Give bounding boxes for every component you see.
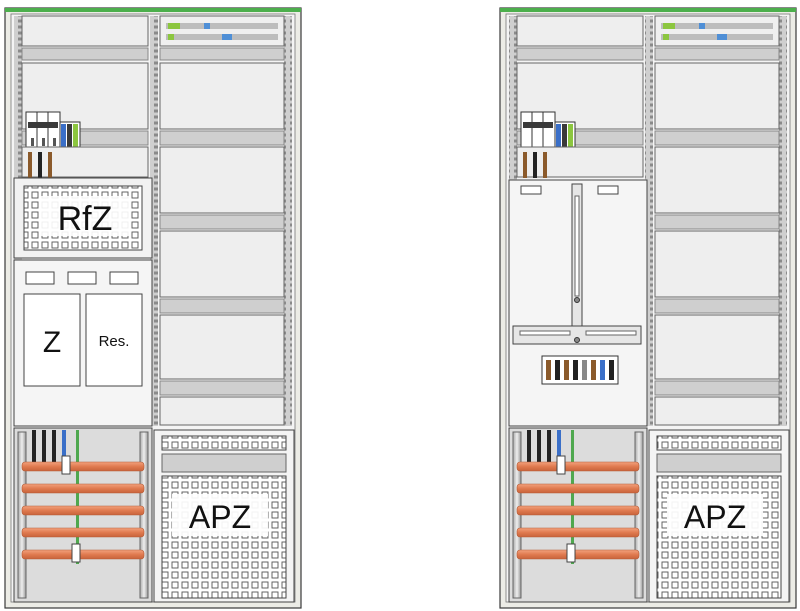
blank-panel — [159, 396, 285, 426]
bus-clamp — [566, 543, 576, 563]
meter-slot — [109, 271, 139, 285]
crossbar-slot — [519, 330, 571, 336]
mount-bar-slot — [574, 195, 580, 297]
rail — [654, 130, 780, 146]
rail — [21, 47, 149, 61]
hole-strip — [779, 16, 787, 426]
apz-label-box — [667, 494, 763, 536]
apz-rail — [161, 453, 287, 473]
rail — [654, 214, 780, 230]
blank-panel — [516, 15, 644, 47]
rail — [159, 130, 285, 146]
hole-strip — [284, 16, 292, 426]
apz-rail — [656, 453, 782, 473]
meter-res-box — [85, 293, 143, 387]
meter-z-box — [23, 293, 81, 387]
copper-busbars — [21, 461, 145, 560]
rail — [159, 380, 285, 396]
apz-label: APZ — [189, 499, 251, 535]
blank-panel — [654, 396, 780, 426]
rail — [654, 47, 780, 61]
mount-slot — [597, 185, 619, 195]
apz-label: APZ — [684, 499, 746, 535]
rail — [516, 47, 644, 61]
meter-z-label: Z — [43, 326, 61, 359]
blank-panel — [654, 314, 780, 380]
incoming-wires — [32, 430, 79, 564]
terminal-row-top — [166, 23, 278, 40]
breaker-wires — [28, 152, 52, 178]
blank-panel — [159, 314, 285, 380]
terminal-block-panel — [159, 15, 285, 47]
rfz-label: RfZ — [58, 200, 113, 238]
meter-res-label: Res. — [99, 333, 130, 350]
blank-panel — [159, 62, 285, 130]
blank-panel — [159, 146, 285, 214]
bus-clamp — [556, 455, 566, 475]
apz-top-terminals — [656, 435, 782, 451]
incoming-wires — [527, 430, 574, 564]
blank-panel — [21, 146, 149, 178]
rail — [654, 298, 780, 314]
hole-strip — [645, 16, 653, 426]
top-green-strip — [500, 8, 796, 12]
meter-terminals — [541, 355, 619, 385]
crossbar-slot — [585, 330, 637, 336]
apz-label-box — [172, 494, 268, 536]
blank-panel — [654, 62, 780, 130]
rail — [159, 298, 285, 314]
hole-strip — [150, 16, 158, 426]
top-green-strip — [5, 8, 301, 12]
bus-clamp — [71, 543, 81, 563]
rail — [159, 214, 285, 230]
cabinet-left: RfZ Z Res. — [4, 7, 302, 609]
blank-panel — [654, 230, 780, 298]
rail — [654, 380, 780, 396]
terminal-row-top — [661, 23, 773, 40]
rail — [159, 47, 285, 61]
rfz-label-box — [40, 196, 130, 236]
meter-slot — [25, 271, 55, 285]
bus-clamp — [61, 455, 71, 475]
blank-panel — [516, 146, 644, 178]
mount-slot — [520, 185, 542, 195]
blank-panel — [159, 230, 285, 298]
copper-busbars — [516, 461, 640, 560]
breaker-wires — [523, 152, 547, 178]
blank-panel — [21, 15, 149, 47]
mount-screw — [574, 337, 580, 343]
cabinet-right: APZ — [499, 7, 797, 609]
meter-slot — [67, 271, 97, 285]
blank-panel — [654, 146, 780, 214]
apz-top-terminals — [161, 435, 287, 451]
terminal-block-panel — [654, 15, 780, 47]
mount-screw — [574, 297, 580, 303]
